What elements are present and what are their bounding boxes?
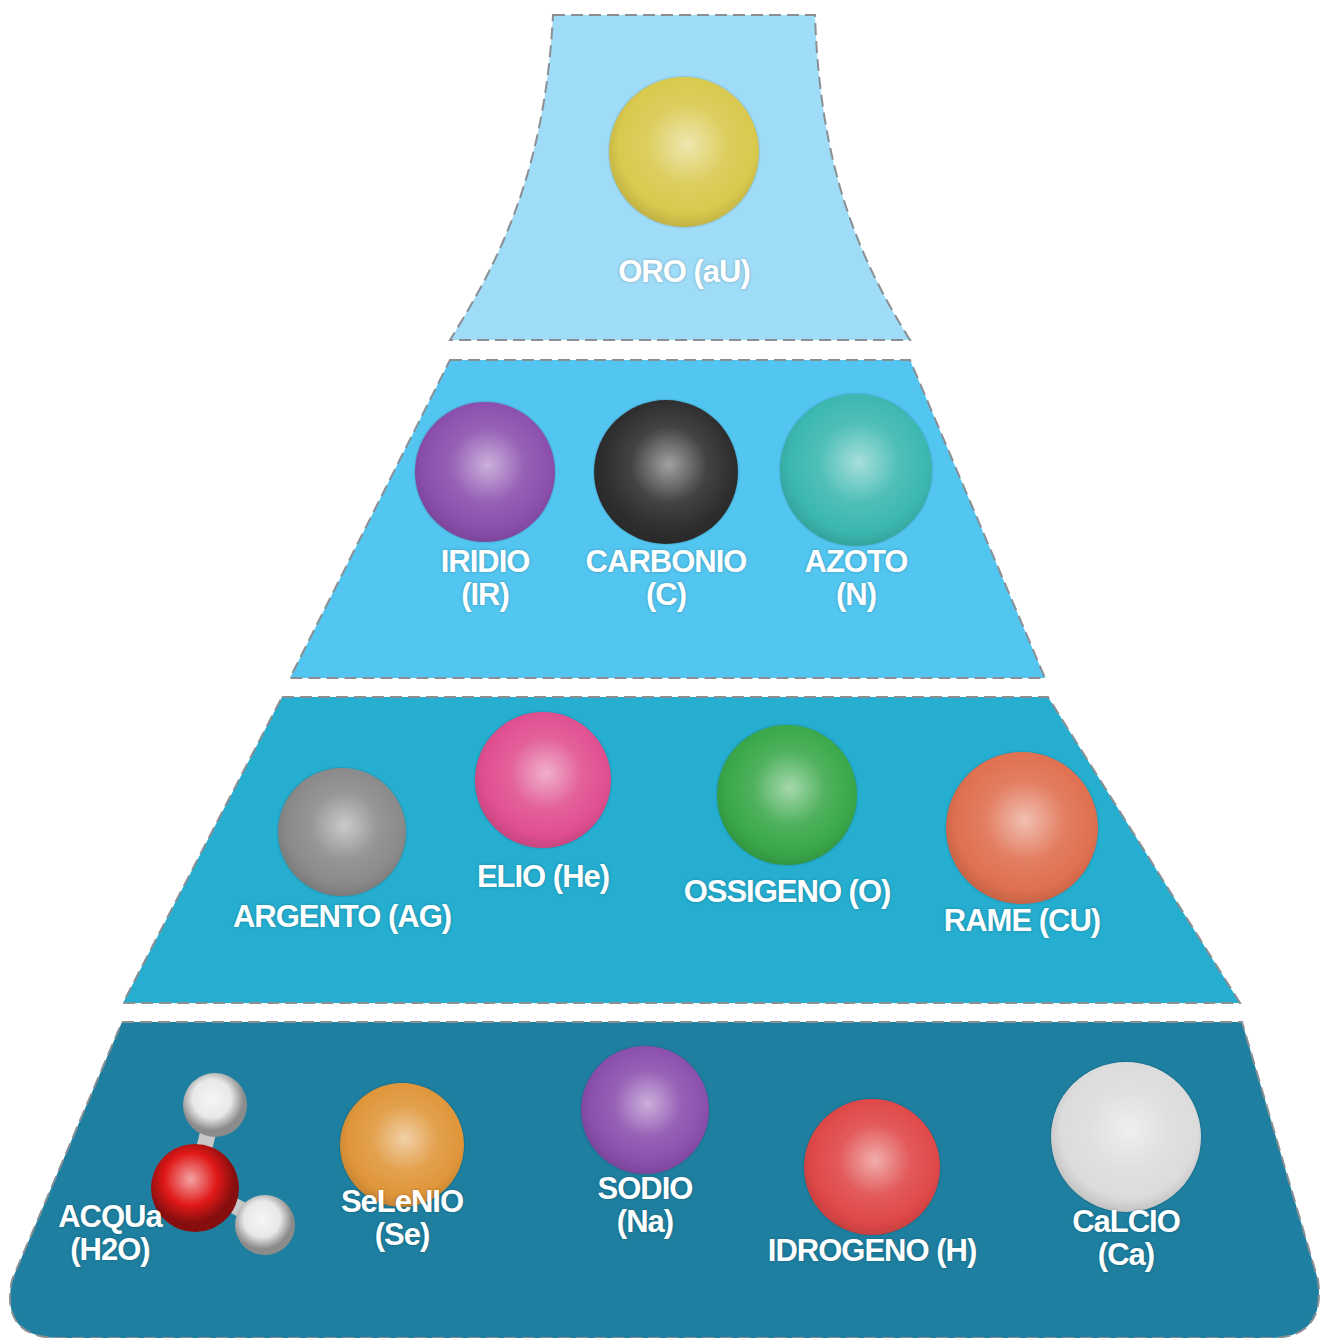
element-label: CARBONIO (C) [583,545,750,612]
element-sphere [594,400,738,544]
bottom-band [10,1022,1319,1338]
element-label: IRIDIO (IR) [430,545,540,612]
element-label: ACQUa (H2O) [55,1200,165,1267]
element-sphere [609,77,759,227]
element-node: ARGENTO (AG) [202,768,482,970]
element-node: AZOTO (N) [770,394,942,615]
element-sphere [278,768,406,896]
element-sphere [475,712,611,848]
element-node: RAME (CU) [902,752,1142,974]
atom-ball [183,1073,247,1137]
element-node: IRIDIO (IR) [405,402,565,615]
element-label: RAME (CU) [912,904,1132,937]
top-band [450,15,910,340]
element-label: IDROGENO (H) [742,1234,1002,1267]
element-node: CARBONIO (C) [581,400,751,615]
element-label: ORO (aU) [564,255,804,288]
atom-ball [151,1144,239,1232]
molecule-node: ACQUa (H2O) [55,1060,315,1260]
element-label: AZOTO (N) [801,545,911,612]
element-label: ARGENTO (AG) [212,900,472,933]
second-band [290,360,1045,678]
element-node: OSSIGENO (O) [647,725,927,945]
element-sphere [804,1099,940,1235]
element-sphere [946,752,1098,904]
third-band [123,697,1240,1003]
element-node: ELIO (He) [433,712,653,930]
element-label: CaLCIO (Ca) [1066,1205,1186,1272]
element-node: SODIO (Na) [571,1046,719,1242]
element-label: SeLeNIO (Se) [337,1185,467,1252]
element-node: ORO (aU) [554,77,814,325]
element-label: SODIO (Na) [585,1172,705,1239]
atom-ball [235,1195,295,1255]
element-node: SeLeNIO (Se) [327,1083,477,1255]
element-sphere [780,394,932,546]
element-sphere [717,725,857,865]
element-node: CaLCIO (Ca) [1041,1062,1211,1275]
element-label: ELIO (He) [443,860,643,893]
element-sphere [1051,1062,1201,1212]
element-sphere [415,402,555,542]
element-node: IDROGENO (H) [732,1099,1012,1304]
element-sphere [581,1046,709,1174]
element-label: OSSIGENO (O) [657,875,917,908]
